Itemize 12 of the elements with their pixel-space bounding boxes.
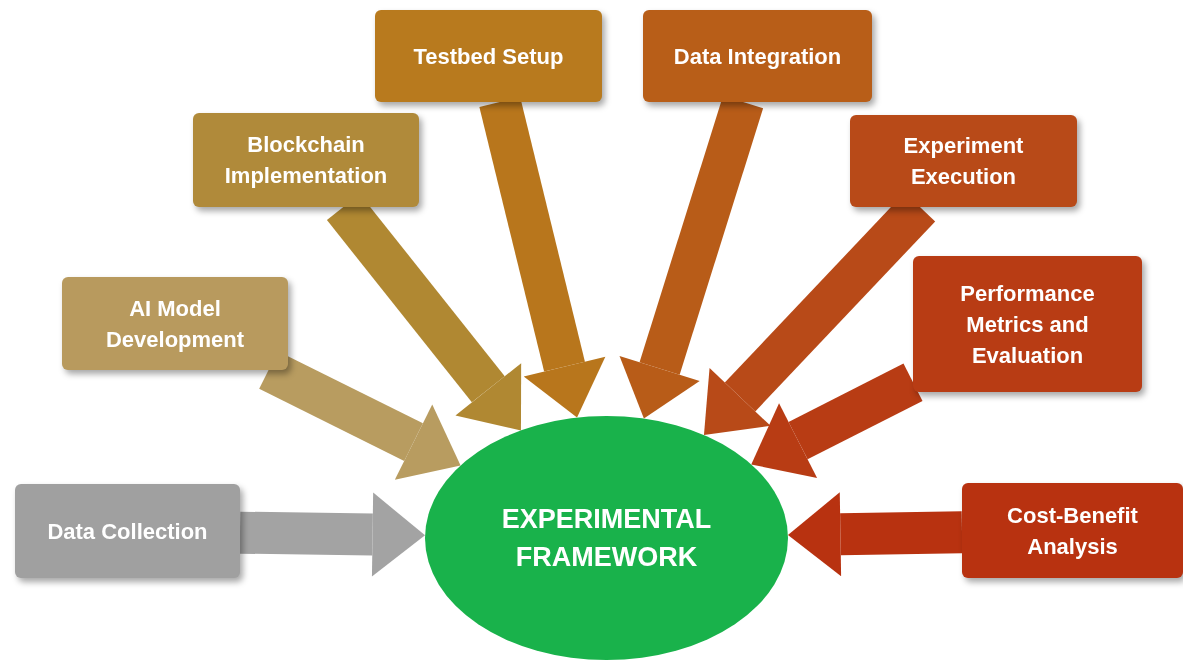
block-arrow — [239, 492, 426, 577]
block-arrow — [751, 363, 923, 479]
block-arrow — [787, 492, 963, 577]
step-box: Blockchain Implementation — [193, 113, 419, 207]
step-box: Data Collection — [15, 484, 240, 578]
step-box: AI Model Development — [62, 277, 288, 370]
step-box: Cost-Benefit Analysis — [962, 483, 1183, 578]
step-box: Data Integration — [643, 10, 872, 102]
central-ellipse: EXPERIMENTAL FRAMEWORK — [425, 416, 788, 660]
step-box: Performance Metrics and Evaluation — [913, 256, 1142, 392]
step-box: Experiment Execution — [850, 115, 1077, 207]
step-box: Testbed Setup — [375, 10, 602, 102]
